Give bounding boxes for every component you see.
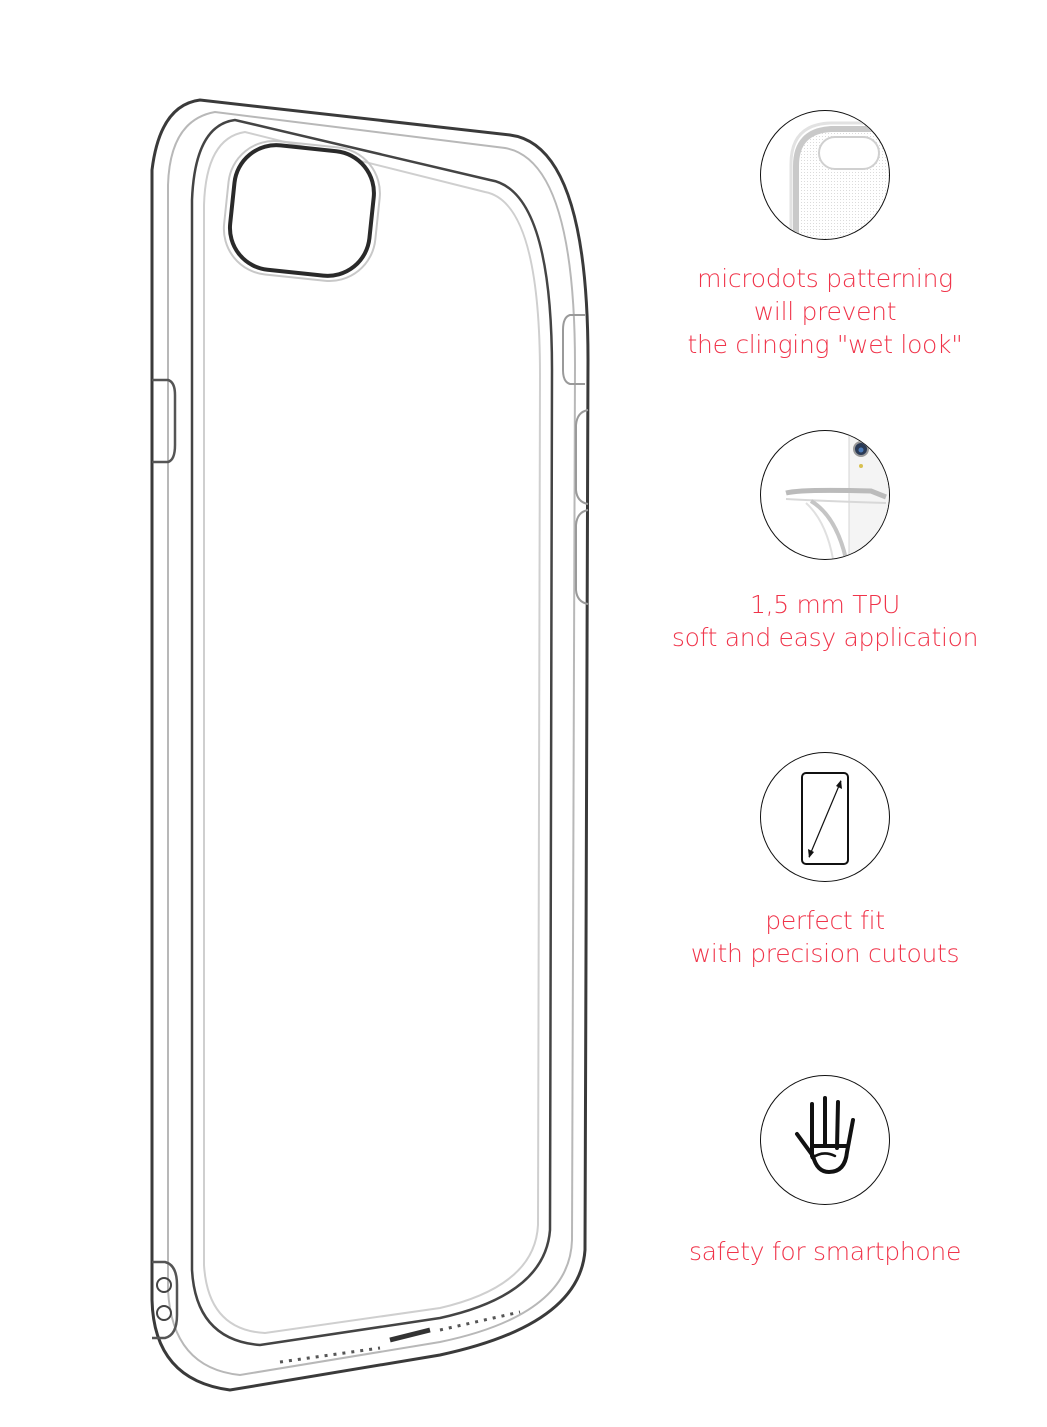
feature-caption: perfect fit with precision cutouts: [660, 904, 990, 970]
microdots-corner-icon: [760, 110, 890, 240]
feature-caption: 1,5 mm TPU soft and easy application: [660, 588, 990, 654]
feature-caption: microdots patterning will prevent the cl…: [660, 262, 990, 361]
feature-microdots: microdots patterning will prevent the cl…: [660, 110, 990, 361]
caption-line: soft and easy application: [671, 623, 979, 652]
caption-line: the clinging "wet look": [687, 330, 963, 359]
feature-tpu: 1,5 mm TPU soft and easy application: [660, 430, 990, 654]
phone-case-image: [140, 90, 610, 1420]
caption-line: safety for smartphone: [688, 1237, 962, 1266]
caption-line: 1,5 mm TPU: [749, 590, 900, 619]
caption-line: with precision cutouts: [690, 939, 960, 968]
flexible-case-icon: [760, 430, 890, 560]
caption-line: microdots patterning: [697, 264, 953, 293]
feature-safety: safety for smartphone: [660, 1075, 990, 1268]
caption-line: will prevent: [753, 297, 897, 326]
hand-icon: [760, 1075, 890, 1205]
feature-perfect-fit: perfect fit with precision cutouts: [660, 752, 990, 970]
phone-diagonal-fit-icon: [760, 752, 890, 882]
caption-line: perfect fit: [765, 906, 885, 935]
feature-caption: safety for smartphone: [660, 1235, 990, 1268]
